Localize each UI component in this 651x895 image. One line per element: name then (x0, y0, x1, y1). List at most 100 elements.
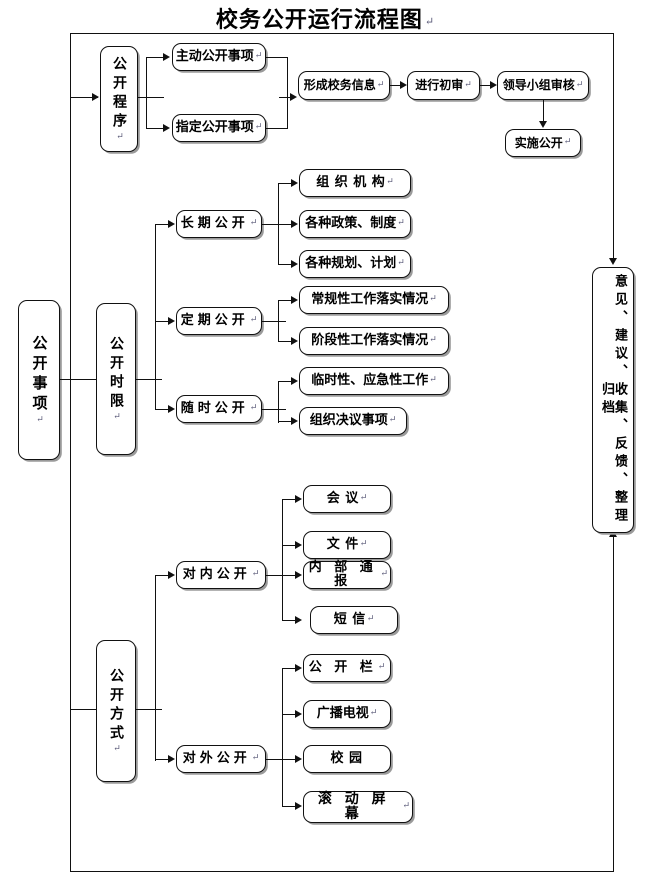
line-internal-out (266, 575, 290, 577)
arrow-into-org-resolutions (291, 417, 298, 425)
node-org-structure-pilcrow: ↵ (386, 177, 394, 188)
node-radio-tv[interactable]: 广播电视↵ (303, 700, 391, 728)
node-temporary-work-label: 临时性、应急性工作 (311, 373, 429, 389)
node-long-term-label: 长期公开 (180, 216, 249, 232)
node-disclosure-items[interactable]: 公开事项↵ (18, 300, 60, 460)
node-internal-pilcrow: ↵ (251, 569, 260, 580)
node-routine-work[interactable]: 常规性工作落实情况↵ (299, 286, 449, 314)
line-internal-fork (282, 499, 284, 621)
line-spine-to-procedure (70, 97, 98, 99)
node-radio-tv-pilcrow: ↵ (369, 708, 378, 719)
node-bulletin-board-label: 公 开 栏 (308, 660, 377, 676)
node-long-term[interactable]: 长期公开↵ (176, 210, 262, 238)
node-implement-disclosure-label: 实施公开 (514, 135, 563, 150)
node-sms-label: 短 信 (333, 612, 366, 628)
node-meeting[interactable]: 会 议↵ (303, 485, 391, 513)
node-external[interactable]: 对外公开↵ (176, 745, 266, 773)
line-anytime-fork (278, 381, 280, 423)
node-scrolling-screen-label: 滚 动 屏 幕 (317, 791, 390, 822)
arrow-into-scrolling-screen (295, 802, 302, 810)
line-external-out (266, 759, 290, 761)
line-leader-to-implement (543, 100, 545, 126)
node-feedback-archive[interactable]: 意见、建议、收集、反馈、整理归档 (592, 267, 634, 533)
arrow-into-sms (295, 616, 302, 624)
node-plans-programs[interactable]: 各种规划、计划↵ (299, 250, 411, 278)
line-to-org-structure (278, 183, 296, 185)
node-org-resolutions-label: 组织决议事项 (309, 413, 388, 429)
node-disclosure-timeframe[interactable]: 公开时限↵ (96, 303, 136, 455)
node-sms-pilcrow: ↵ (366, 614, 375, 625)
arrow-into-internal (168, 571, 175, 579)
line-spine-to-timeframe (70, 379, 106, 381)
line-to-external (155, 759, 173, 761)
arrow-into-implement (539, 121, 547, 128)
line-form-info-to-review (390, 85, 404, 87)
line-to-designated-item (146, 128, 168, 130)
arrow-into-feedback-top (609, 258, 617, 265)
node-form-info-label: 形成校务信息 (303, 78, 376, 93)
node-procedure[interactable]: 公开程序↵ (100, 46, 138, 152)
node-sms[interactable]: 短 信↵ (310, 606, 398, 634)
arrow-into-org-structure (291, 179, 298, 187)
arrow-into-plans (291, 260, 298, 268)
node-bulletin-board[interactable]: 公 开 栏↵ (303, 654, 391, 682)
node-implement-disclosure[interactable]: 实施公开↵ (505, 129, 581, 157)
node-designated-disclosure-pilcrow: ↵ (254, 122, 263, 133)
arrow-into-document (295, 541, 302, 549)
node-document[interactable]: 文 件↵ (303, 531, 391, 559)
node-staged-work[interactable]: 阶段性工作落实情况↵ (299, 327, 449, 355)
node-periodic[interactable]: 定期公开↵ (176, 307, 262, 335)
node-form-info-pilcrow: ↵ (376, 79, 385, 90)
arrow-into-bulletin-board (295, 664, 302, 672)
line-designated-item-out (266, 128, 288, 130)
node-campus[interactable]: 校 园 (303, 745, 391, 773)
node-scrolling-screen[interactable]: 滚 动 屏 幕↵ (303, 791, 413, 823)
node-active-disclosure-label: 主动公开事项 (175, 49, 254, 65)
line-periodic-fork (278, 300, 280, 342)
node-periodic-label: 定期公开 (180, 313, 249, 329)
arrow-into-staged-work (291, 337, 298, 345)
line-method-out (136, 709, 162, 711)
node-anytime[interactable]: 随时公开↵ (176, 395, 262, 423)
node-internal-bulletin[interactable]: 内 部 通 报↵ (303, 561, 391, 589)
node-external-pilcrow: ↵ (251, 753, 260, 764)
arrow-into-procedure (92, 93, 99, 101)
node-temporary-work[interactable]: 临时性、应急性工作↵ (299, 367, 449, 395)
node-active-disclosure[interactable]: 主动公开事项↵ (172, 43, 266, 71)
node-first-review[interactable]: 进行初审↵ (407, 71, 480, 100)
node-long-term-pilcrow: ↵ (249, 218, 258, 229)
node-disclosure-items-pilcrow: ↵ (35, 415, 45, 425)
arrow-into-policies (291, 220, 298, 228)
node-meeting-pilcrow: ↵ (359, 493, 368, 504)
arrow-into-routine-work (291, 296, 298, 304)
node-internal[interactable]: 对内公开↵ (176, 561, 266, 589)
node-internal-label: 对内公开 (182, 567, 251, 583)
line-to-internal-bulletin (282, 575, 300, 577)
node-radio-tv-label: 广播电视 (316, 706, 369, 722)
line-to-document (282, 545, 300, 547)
node-anytime-label: 随时公开 (180, 401, 249, 417)
node-internal-bulletin-pilcrow: ↵ (380, 569, 388, 580)
line-to-meeting (282, 499, 300, 501)
arrow-into-active-item (163, 53, 170, 61)
node-staged-work-pilcrow: ↵ (429, 335, 437, 346)
line-to-policies (278, 224, 296, 226)
node-org-resolutions[interactable]: 组织决议事项↵ (299, 407, 407, 435)
line-to-active-item (146, 57, 168, 59)
arrow-into-internal-bulletin (295, 571, 302, 579)
line-procedure-out (138, 97, 164, 99)
node-disclosure-method[interactable]: 公开方式↵ (96, 640, 136, 782)
node-policies-systems[interactable]: 各种政策、制度↵ (299, 210, 411, 238)
line-to-internal (155, 575, 173, 577)
node-routine-work-pilcrow: ↵ (429, 294, 437, 305)
node-internal-bulletin-label: 内 部 通 报 (308, 560, 377, 589)
node-designated-disclosure[interactable]: 指定公开事项↵ (172, 114, 266, 142)
node-form-info[interactable]: 形成校务信息↵ (298, 71, 390, 100)
node-leader-group-review[interactable]: 领导小组审核↵ (497, 71, 589, 100)
arrow-into-leader-review (490, 81, 497, 89)
arrow-into-periodic (168, 317, 175, 325)
arrow-into-feedback-bottom (609, 530, 617, 537)
arrow-into-temporary-work (291, 377, 298, 385)
node-org-structure[interactable]: 组 织 机 构↵ (299, 169, 411, 197)
line-to-periodic (155, 321, 173, 323)
